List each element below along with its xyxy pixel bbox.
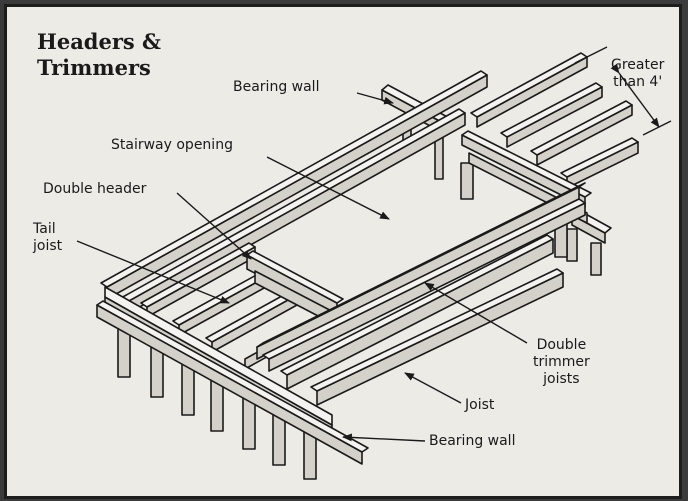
double-trimmer-joists: [256, 182, 586, 372]
leader-joist: [404, 372, 462, 404]
figure-title: Headers & Trimmers: [37, 29, 161, 81]
front-bearing-wall: [96, 286, 369, 465]
leader-double-trimmer: [424, 282, 528, 344]
dim-line-top: [574, 46, 608, 64]
figure-frame: Headers & Trimmers: [4, 4, 682, 499]
label-double-trimmer-line-2: trimmer: [533, 354, 590, 370]
label-double-trimmer-line-3: joists: [543, 371, 580, 387]
title-line-1: Headers &: [37, 29, 162, 54]
label-tail-line-1: Tail: [33, 221, 56, 237]
framing-diagram: [76, 46, 672, 480]
label-bearing-wall-top: Bearing wall: [233, 79, 320, 95]
far-joists: [470, 52, 639, 189]
leader-double-header: [176, 192, 252, 260]
label-greater-than-4: Greater than 4': [611, 57, 664, 91]
leader-bearing-wall-top: [356, 92, 394, 105]
label-stairway-opening: Stairway opening: [111, 137, 233, 153]
dim-line-bottom: [642, 120, 672, 136]
title-line-2: Trimmers: [37, 55, 151, 80]
label-tail-line-2: joist: [33, 238, 63, 254]
label-double-trimmer-joists: Double trimmer joists: [533, 337, 590, 388]
dim-arrow: [610, 63, 660, 128]
label-tail-joist: Tail joist: [33, 221, 62, 255]
label-double-header: Double header: [43, 181, 147, 197]
label-greater-line-1: Greater: [611, 57, 665, 73]
leader-tail-joist: [76, 240, 230, 304]
label-joist: Joist: [465, 397, 495, 413]
label-bearing-wall-bottom: Bearing wall: [429, 433, 516, 449]
front-joists: [280, 234, 564, 406]
leader-bearing-wall-bottom: [342, 433, 426, 442]
leader-stairway-opening: [266, 156, 390, 220]
label-double-trimmer-line-1: Double: [536, 337, 587, 353]
label-greater-line-2: than 4': [613, 74, 663, 90]
